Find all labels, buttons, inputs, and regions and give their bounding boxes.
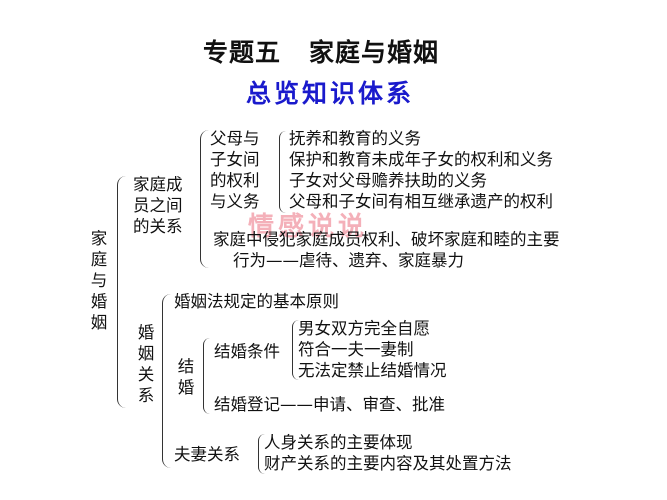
root-label: 家庭与婚姻: [90, 229, 108, 332]
parent-child-label: 父母与 子女间 的权利 与义务: [210, 129, 260, 211]
family-violation-text: 家庭中侵犯家庭成员权利、破坏家庭和睦的主要 行为——虐待、遗弃、家庭暴力: [213, 230, 560, 270]
marriage-conditions-label: 结婚条件: [214, 342, 280, 361]
conditions-brace: [292, 320, 299, 380]
spouse-brace: [258, 434, 265, 474]
parent-child-items: 抚养和教育的义务 保护和教育未成年子女的权利和义务 子女对父母赡养扶助的义务 父…: [289, 128, 553, 212]
spouse-relations-items: 人身关系的主要体现 财产关系的主要内容及其处置方法: [264, 432, 512, 474]
list-item: 人身关系的主要体现: [264, 433, 413, 452]
family-brace: [200, 130, 209, 268]
getting-married-brace: [203, 338, 210, 414]
list-item: 符合一夫一妻制: [298, 340, 414, 359]
watermark: 情感说说: [248, 212, 369, 242]
page-title: 专题五家庭与婚姻: [203, 33, 439, 69]
page-subtitle: 总览知识体系: [246, 79, 415, 108]
family-relations-label: 家庭成 员之间 的关系: [133, 175, 183, 236]
list-item: 抚养和教育的义务: [289, 129, 421, 148]
getting-married-label: 结婚: [177, 357, 195, 397]
root-brace: [117, 176, 126, 408]
spouse-relations-label: 夫妻关系: [174, 445, 240, 464]
marriage-conditions-items: 男女双方完全自愿 符合一夫一妻制 无法定禁止结婚情况: [298, 318, 447, 381]
marriage-principle: 婚姻法规定的基本原则: [174, 292, 339, 311]
list-item: 男女双方完全自愿: [298, 319, 430, 338]
title-topic-name: 家庭与婚姻: [309, 38, 440, 67]
list-item: 保护和教育未成年子女的权利和义务: [289, 150, 553, 169]
marriage-brace: [162, 294, 171, 468]
title-topic-number: 专题五: [203, 38, 282, 67]
marriage-relations-label: 婚姻关系: [137, 323, 155, 405]
list-item: 父母和子女间有相互继承遗产的权利: [289, 192, 553, 211]
list-item: 财产关系的主要内容及其处置方法: [264, 454, 512, 473]
marriage-registration: 结婚登记——申请、审查、批准: [214, 395, 445, 414]
list-item: 子女对父母赡养扶助的义务: [289, 171, 487, 190]
list-item: 无法定禁止结婚情况: [298, 361, 447, 380]
parent-child-brace: [279, 131, 286, 213]
